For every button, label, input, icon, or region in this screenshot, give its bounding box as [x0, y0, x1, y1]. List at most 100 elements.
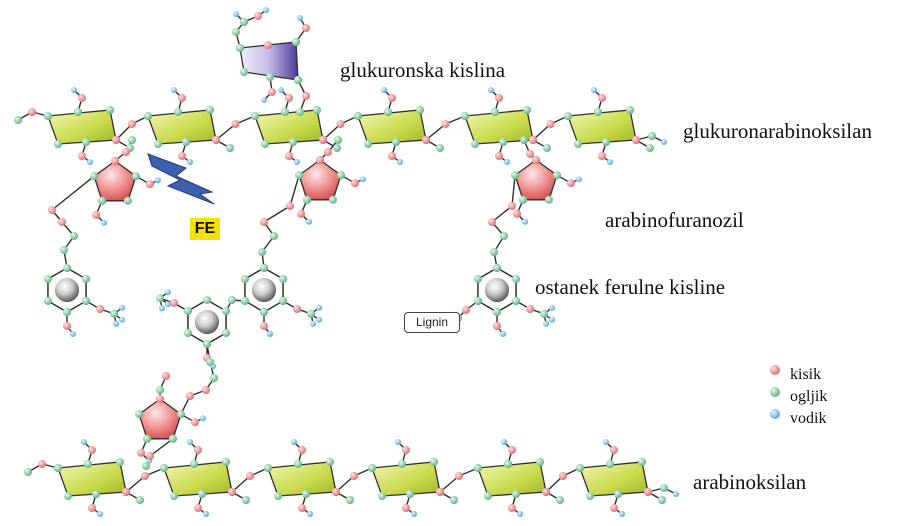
carbon-atom	[491, 108, 499, 116]
carbon-atom	[170, 492, 178, 500]
carbon-atom	[638, 458, 646, 466]
bond	[425, 123, 446, 141]
carbon-atom	[279, 297, 288, 305]
oxygen-atom	[542, 488, 550, 496]
carbon-atom	[206, 106, 214, 114]
hydrogen-atom	[278, 87, 284, 93]
arabinose-ring	[298, 159, 342, 201]
carbon-atom	[182, 138, 190, 146]
label-ferulic-acid-residue: ostanek ferulne kisline	[535, 275, 726, 299]
carbon-atom	[210, 374, 218, 382]
carbon-atom	[142, 462, 150, 470]
oxygen-atom	[178, 152, 186, 160]
carbon-atom	[346, 496, 354, 504]
carbon-atom	[302, 490, 310, 498]
hydrogen-atom	[171, 87, 177, 93]
oxygen-atom	[298, 504, 306, 512]
carbon-atom	[116, 458, 124, 466]
hydrogen-atom	[187, 439, 193, 445]
oxygen-atom	[350, 472, 358, 480]
carbon-atom	[156, 386, 164, 394]
oxygen-atom	[78, 94, 86, 102]
carbon-atom	[203, 340, 211, 348]
carbon-atom	[326, 458, 334, 466]
benzene-aromatic-core	[54, 277, 80, 303]
hydrogen-atom	[291, 439, 297, 445]
hydrogen-atom	[381, 87, 387, 93]
oxygen-atom	[298, 446, 306, 454]
oxygen-atom	[231, 120, 240, 128]
carbon-atom	[232, 28, 240, 36]
carbon-atom	[54, 140, 62, 148]
carbon-atom	[281, 108, 289, 116]
oxygen-atom	[145, 180, 154, 189]
carbon-atom	[98, 196, 107, 205]
carbon-atom	[240, 68, 248, 76]
oxygen-atom	[202, 386, 210, 394]
oxygen-atom	[122, 148, 130, 156]
carbon-atom	[54, 464, 62, 472]
xylose-ring	[371, 461, 441, 497]
benzene-aromatic-core	[484, 277, 510, 303]
carbon-atom	[154, 140, 162, 148]
carbon-atom	[222, 329, 231, 337]
carbon-atom	[473, 297, 482, 305]
hydrogen-atom	[263, 7, 269, 13]
oxygen-atom	[402, 446, 410, 454]
hydrogen-atom	[673, 491, 679, 497]
carbon-atom	[398, 460, 406, 468]
hydrogen-atom	[488, 87, 494, 93]
bond	[439, 475, 460, 493]
bond	[231, 475, 251, 493]
carbon-atom	[236, 44, 244, 52]
carbon-atom	[511, 171, 520, 180]
carbon-atom	[484, 492, 492, 500]
oxygen-atom	[566, 179, 575, 188]
oxygen-atom	[285, 152, 293, 160]
oxygen-atom	[190, 418, 199, 427]
carbon-atom	[14, 116, 22, 124]
carbon-atom	[499, 138, 507, 146]
carbon-atom	[594, 108, 602, 116]
hydrogen-atom	[395, 439, 401, 445]
hydrogen-atom	[87, 159, 93, 165]
xylose-ring	[163, 461, 233, 497]
carbon-atom	[614, 490, 622, 498]
oxygen-atom	[302, 92, 310, 100]
benzene-aromatic-core	[251, 277, 277, 303]
benzene-aromatic-core	[194, 309, 220, 335]
carbon-atom	[574, 140, 582, 148]
hydrogen-atom	[591, 87, 597, 93]
carbon-atom	[222, 458, 230, 466]
oxygen-atom	[644, 488, 652, 496]
carbon-atom	[606, 460, 614, 468]
oxygen-atom	[260, 218, 268, 226]
carbon-atom	[90, 172, 99, 181]
carbon-atom	[136, 496, 144, 504]
carbon-atom	[648, 132, 656, 140]
label-glucuronoarabinoxylan: glukuronarabinoksilan	[683, 119, 872, 143]
oxygen-atom	[495, 152, 503, 160]
carbon-atom	[240, 18, 248, 26]
hydrogen-atom	[71, 87, 77, 93]
hydrogen-atom	[233, 11, 239, 17]
xylose-ring	[254, 109, 324, 145]
carbon-atom	[82, 138, 90, 146]
carbon-atom	[92, 490, 100, 498]
carbon-atom	[296, 108, 304, 116]
carbon-atom	[289, 138, 297, 146]
carbon-atom	[160, 464, 168, 472]
label-arabinoxylan: arabinoksilan	[693, 470, 807, 494]
oxygen-atom	[508, 504, 516, 512]
oxygen-atom	[529, 136, 537, 144]
hydrogen-atom	[549, 304, 556, 311]
label-glucuronic-acid: glukuronska kislina	[340, 58, 506, 82]
oxygen-atom	[350, 179, 359, 188]
carbon-atom	[128, 136, 136, 144]
oxygen-atom	[319, 136, 327, 144]
carbon-atom	[303, 195, 312, 204]
hydrogen-atom	[575, 176, 582, 183]
oxygen-atom	[246, 472, 254, 480]
carbon-atom	[43, 297, 52, 305]
hydrogen-atom	[306, 218, 313, 225]
